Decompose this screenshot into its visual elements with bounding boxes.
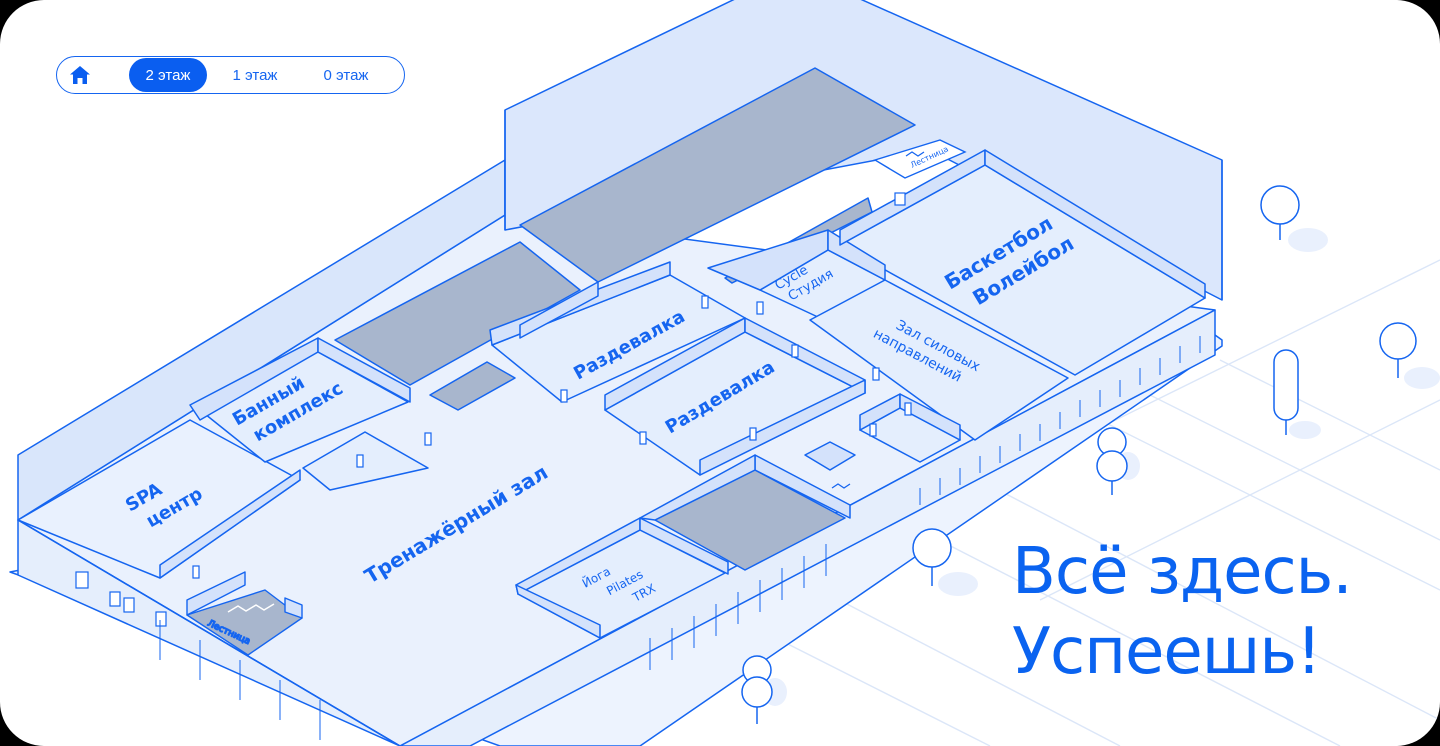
headline: Всё здесь. Успеешь! [1012,532,1353,692]
tree-icon [741,655,787,724]
tab-floor-0[interactable]: 0 этаж [323,66,369,84]
tab-floor-1[interactable]: 1 этаж [232,66,278,84]
tree-icon [912,528,978,596]
stairs-small [831,483,851,489]
facade-windows [75,571,167,627]
doors [192,192,912,579]
home-button[interactable] [59,58,101,92]
room-walls [159,149,1206,639]
tree-icon [1260,185,1328,252]
room-floors [17,164,1206,639]
plaza-lines [759,259,1440,746]
headline-line-1: Всё здесь. [1012,535,1353,609]
tab-floor-2[interactable]: 2 этаж [129,58,207,92]
stairs-top[interactable]: Лестница [873,139,967,179]
trees [741,185,1440,724]
floor-switcher: 2 этаж 1 этаж 0 этаж [56,56,405,94]
headline-line-2: Успеешь! [1012,615,1322,689]
tree-icon [1096,427,1140,495]
tree-icon [1273,349,1321,439]
home-icon [70,66,90,84]
facade-glazing [159,336,1201,740]
tree-icon [1379,322,1440,389]
